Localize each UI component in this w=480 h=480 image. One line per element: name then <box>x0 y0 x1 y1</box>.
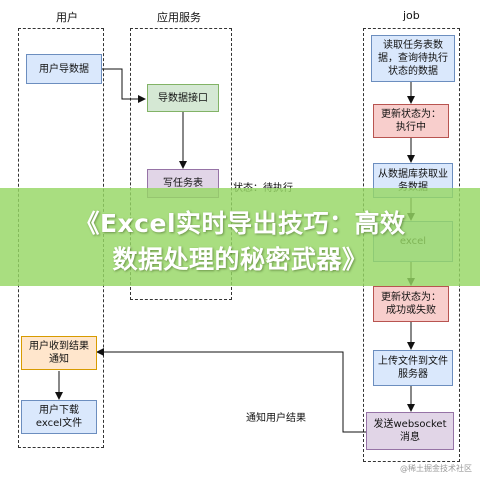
lane-service <box>130 28 232 300</box>
node-upload-file: 上传文件到文件服务器 <box>373 350 453 386</box>
node-user-download: 用户下载excel文件 <box>21 400 97 434</box>
banner-title-line2: 数据处理的秘密武器》 <box>112 245 368 274</box>
lane-title-user: 用户 <box>56 11 78 24</box>
node-user-notified: 用户收到结果通知 <box>21 336 97 370</box>
arrow-export-to-api <box>102 68 146 103</box>
lane-title-job: job <box>403 9 420 22</box>
label-notify-user: 通知用户结果 <box>246 413 306 424</box>
node-status-running: 更新状态为：执行中 <box>373 104 449 138</box>
node-status-done: 更新状态为：成功或失败 <box>373 286 449 322</box>
node-export-api: 导数据接口 <box>147 84 219 112</box>
watermark: @稀土掘金技术社区 <box>400 464 472 473</box>
node-user-export: 用户导数据 <box>26 54 102 84</box>
banner-title-line1: 《Excel实时导出技巧：高效 <box>74 209 406 238</box>
title-banner <box>0 188 480 286</box>
node-send-ws: 发送websocket消息 <box>366 412 454 450</box>
node-read-task: 读取任务表数据，查询待执行状态的数据 <box>371 35 455 82</box>
arrow-ws-to-notified <box>96 348 366 433</box>
lane-title-service: 应用服务 <box>157 11 201 24</box>
